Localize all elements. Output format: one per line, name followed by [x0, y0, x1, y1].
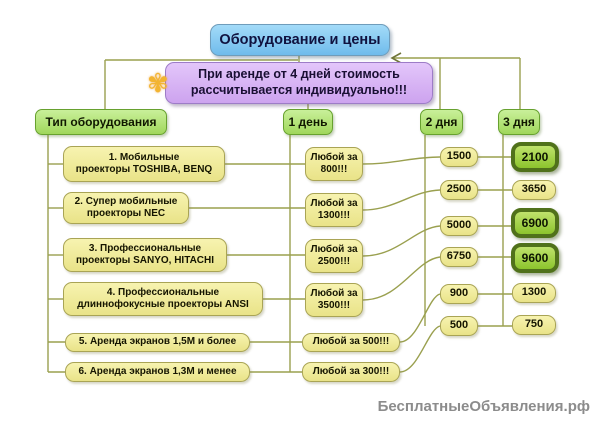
day3-price-node-1-highlighted: 2100: [511, 142, 559, 172]
day3-1-value: 2100: [521, 149, 549, 164]
day2-price-node-5: 900: [440, 284, 478, 304]
equipment-6-line1: 6. Аренда экранов 1,3М и менее: [78, 365, 237, 377]
day1-3-line1: Любой за: [310, 243, 358, 255]
day2-1-value: 1500: [446, 150, 472, 163]
flower-icon: ✾: [147, 68, 169, 98]
day1-5-line1: Любой за 500!!!: [312, 336, 390, 348]
day1-1-line2: 800!!!: [320, 164, 348, 175]
day3-price-node-4-highlighted: 9600: [511, 243, 559, 273]
day1-4-line2: 3500!!!: [317, 300, 351, 311]
rental-note: При аренде от 4 дней стоимость рассчитыв…: [165, 62, 433, 104]
equipment-4-line1: 4. Профессиональные: [106, 286, 220, 298]
day2-price-node-1: 1500: [440, 147, 478, 167]
column-header-day2-label: 2 дня: [425, 114, 458, 129]
equipment-1-line2: проекторы TOSHIBA, BENQ: [75, 164, 213, 175]
day3-price-node-2: 3650: [512, 180, 556, 200]
day2-price-node-2: 2500: [440, 180, 478, 200]
watermark: БесплатныеОбъявления.рф: [377, 398, 590, 415]
column-header-type-label: Тип оборудования: [45, 114, 157, 129]
equipment-2-line2: проекторы NEC: [86, 208, 166, 219]
day1-price-node-2: Любой за 1300!!!: [305, 193, 363, 227]
day1-4-line1: Любой за: [310, 287, 358, 299]
day1-price-node-6: Любой за 300!!!: [302, 362, 400, 382]
day1-price-node-5: Любой за 500!!!: [302, 333, 400, 352]
day1-2-line2: 1300!!!: [317, 210, 351, 221]
equipment-5-line1: 5. Аренда экранов 1,5М и более: [78, 336, 237, 348]
day2-price-node-4: 6750: [440, 247, 478, 267]
equipment-node-6: 6. Аренда экранов 1,3М и менее: [65, 362, 250, 382]
day1-1-line1: Любой за: [310, 151, 358, 163]
day2-5-value: 900: [449, 287, 469, 300]
day1-price-node-3: Любой за 2500!!!: [305, 239, 363, 273]
day3-6-value: 750: [524, 318, 544, 331]
day1-price-node-1: Любой за 800!!!: [305, 147, 363, 181]
diagram-title: Оборудование и цены: [210, 24, 390, 56]
day2-6-value: 500: [449, 319, 469, 332]
column-header-type: Тип оборудования: [35, 109, 167, 135]
equipment-node-3: 3. Профессиональные проекторы SANYO, HIT…: [63, 238, 227, 272]
day1-6-line1: Любой за 300!!!: [312, 365, 390, 377]
day1-price-node-4: Любой за 3500!!!: [305, 283, 363, 317]
equipment-node-5: 5. Аренда экранов 1,5М и более: [65, 333, 250, 352]
column-header-day1: 1 день: [283, 109, 333, 135]
equipment-node-4: 4. Профессиональные длиннофокусные проек…: [63, 282, 263, 316]
day3-price-node-6: 750: [512, 315, 556, 335]
day1-2-line1: Любой за: [310, 197, 358, 209]
day2-3-value: 5000: [446, 219, 472, 232]
day3-4-value: 9600: [521, 250, 549, 265]
column-header-day2: 2 дня: [420, 109, 463, 135]
equipment-3-line2: проекторы SANYO, HITACHI: [75, 255, 215, 266]
day1-3-line2: 2500!!!: [317, 256, 351, 267]
column-header-day3-label: 3 дня: [503, 114, 535, 129]
note-line1: При аренде от 4 дней стоимость: [198, 67, 400, 82]
day3-3-value: 6900: [521, 215, 549, 230]
note-line2: рассчитывается индивидуально!!!: [190, 83, 408, 97]
day2-price-node-6: 500: [440, 316, 478, 336]
day3-5-value: 1300: [521, 286, 547, 299]
day2-price-node-3: 5000: [440, 216, 478, 236]
equipment-2-line1: 2. Супер мобильные: [74, 195, 178, 207]
day3-price-node-5: 1300: [512, 283, 556, 303]
equipment-node-1: 1. Мобильные проекторы TOSHIBA, BENQ: [63, 146, 225, 182]
day3-2-value: 3650: [521, 183, 547, 196]
equipment-3-line1: 3. Профессиональные: [88, 242, 202, 254]
day3-price-node-3-highlighted: 6900: [511, 208, 559, 238]
equipment-1-line1: 1. Мобильные: [108, 151, 180, 163]
day2-4-value: 6750: [446, 250, 472, 263]
arrowhead-icon: [390, 52, 402, 64]
day2-2-value: 2500: [446, 183, 472, 196]
equipment-node-2: 2. Супер мобильные проекторы NEC: [63, 192, 189, 224]
diagram-title-text: Оборудование и цены: [219, 31, 381, 48]
equipment-4-line2: длиннофокусные проекторы ANSI: [77, 299, 249, 310]
column-header-day1-label: 1 день: [288, 114, 328, 129]
column-header-day3: 3 дня: [498, 109, 540, 135]
